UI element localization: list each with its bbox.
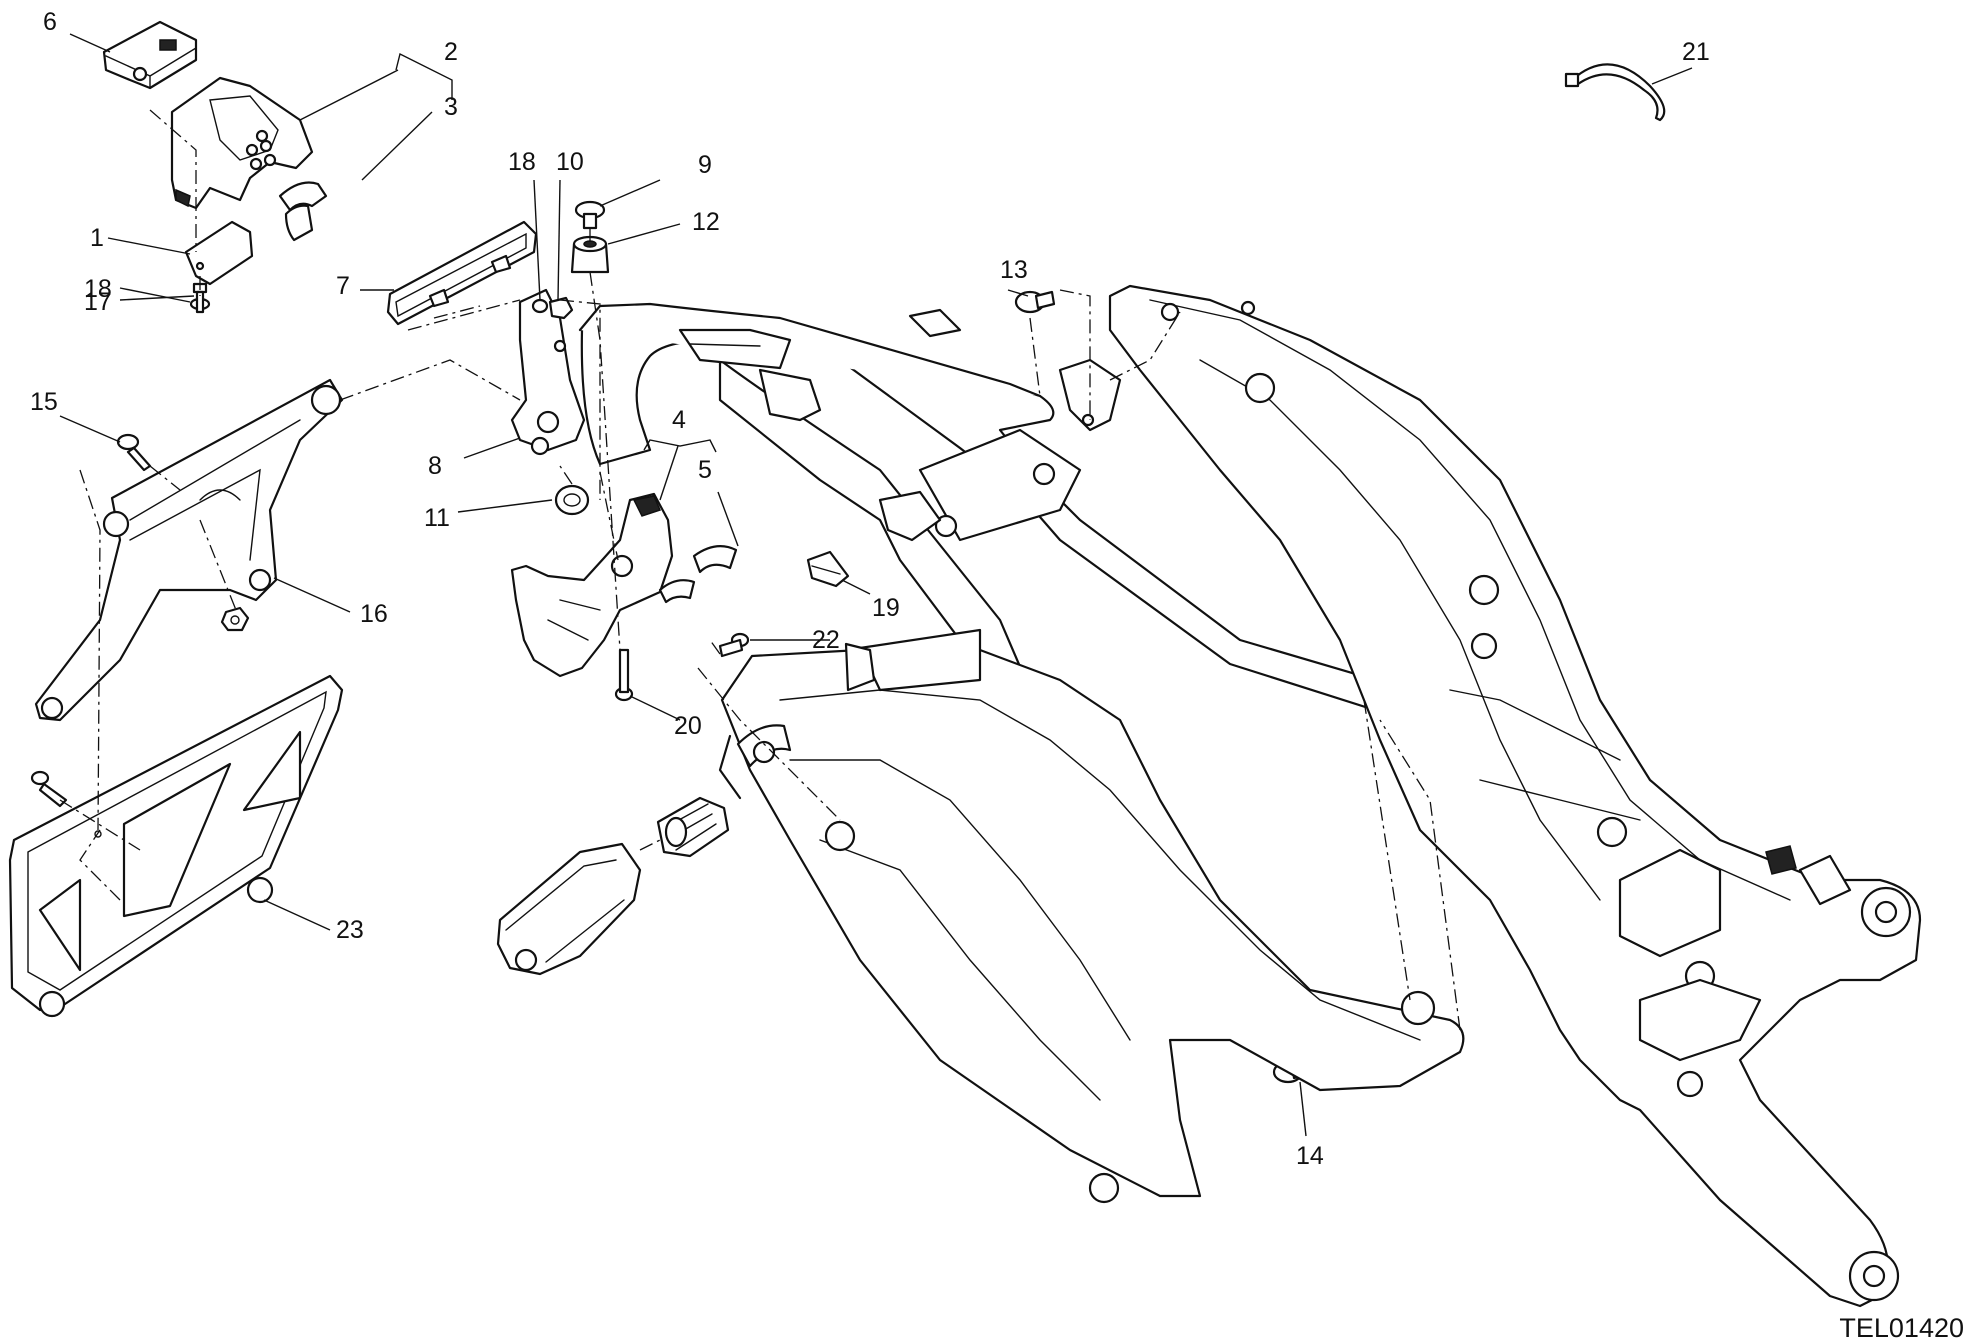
part-20-screw bbox=[614, 648, 634, 702]
part-15-screw bbox=[116, 433, 152, 472]
part-16-plate-holder-bracket bbox=[34, 378, 344, 722]
part-18-washer-right bbox=[531, 298, 549, 314]
part-12-grommet bbox=[570, 235, 610, 274]
part-5-clips bbox=[658, 545, 738, 604]
callout-13: 13 bbox=[1000, 256, 1028, 284]
part-22-screw bbox=[718, 632, 750, 658]
part-1-plate bbox=[184, 220, 254, 286]
callout-2: 2 bbox=[444, 38, 458, 66]
callout-17: 17 bbox=[84, 288, 112, 316]
part-7-reflector bbox=[386, 220, 538, 326]
part-2-upper-cover bbox=[170, 76, 314, 210]
part-17-screw bbox=[192, 282, 208, 314]
callout-18a: 18 bbox=[84, 275, 112, 303]
callout-1: 1 bbox=[90, 224, 104, 252]
callout-3: 3 bbox=[444, 93, 458, 121]
callout-15: 15 bbox=[30, 388, 58, 416]
part-8-mount-bracket bbox=[510, 288, 586, 456]
part-23-license-bracket bbox=[8, 674, 344, 1018]
part-23-screw bbox=[30, 770, 68, 808]
part-13-screw bbox=[1014, 290, 1056, 314]
callout-6: 6 bbox=[43, 8, 57, 36]
callout-5: 5 bbox=[698, 456, 712, 484]
part-4-light-housing bbox=[510, 492, 674, 678]
part-10-nut bbox=[548, 296, 574, 320]
part-21-cable-tie bbox=[1564, 63, 1666, 122]
leader-lines bbox=[59, 33, 1693, 1137]
undertray bbox=[718, 628, 1465, 1204]
part-3-clips bbox=[278, 181, 328, 242]
callout-11: 11 bbox=[424, 504, 450, 532]
drawing-code: TEL01420 bbox=[1839, 1313, 1964, 1343]
part-11-grommet bbox=[554, 484, 590, 516]
callout-9: 9 bbox=[698, 151, 712, 179]
callout-14: 14 bbox=[1296, 1142, 1324, 1170]
callout-4: 4 bbox=[672, 406, 686, 434]
callout-7: 7 bbox=[336, 272, 350, 300]
rear-frame bbox=[1108, 284, 1922, 1308]
callout-18b: 18 bbox=[508, 148, 536, 176]
callout-19: 19 bbox=[872, 594, 900, 622]
part-19-clip bbox=[806, 550, 850, 588]
callout-16: 16 bbox=[360, 600, 388, 628]
callout-20: 20 bbox=[674, 712, 702, 740]
part-9-screw bbox=[574, 200, 606, 230]
callout-21: 21 bbox=[1682, 38, 1710, 66]
tail-light-unit bbox=[496, 796, 730, 976]
callout-labels: 6 2 3 1 18 17 15 16 7 8 11 18 10 9 12 4 … bbox=[30, 8, 1710, 1170]
assembly-lines bbox=[59, 109, 1461, 1031]
callout-10: 10 bbox=[556, 148, 584, 176]
callout-12: 12 bbox=[692, 208, 720, 236]
callout-23: 23 bbox=[336, 916, 364, 944]
callout-22: 22 bbox=[812, 626, 840, 654]
part-6-connector bbox=[102, 20, 198, 90]
callout-8: 8 bbox=[428, 452, 442, 480]
part-16-nut bbox=[220, 606, 250, 632]
